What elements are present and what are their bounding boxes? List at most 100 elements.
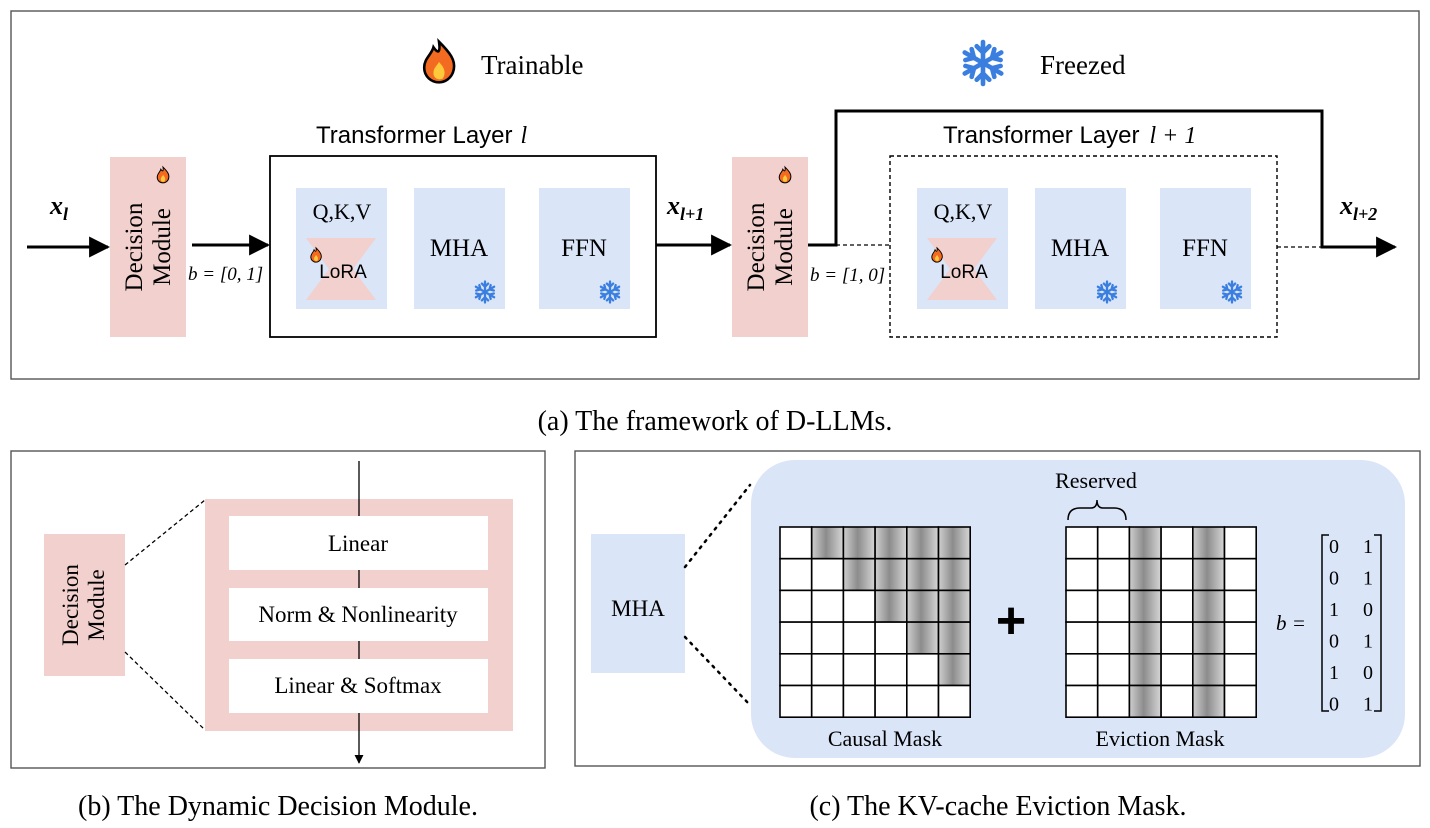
eviction-mask-cell bbox=[1160, 589, 1194, 623]
causal-mask-cell bbox=[905, 557, 940, 592]
zoom-line-top-c bbox=[683, 483, 752, 569]
causal-mask-cell bbox=[874, 589, 908, 623]
ffn-label-2: FFN bbox=[1182, 235, 1228, 262]
b-value-1: b = [0, 1] bbox=[188, 264, 263, 285]
eviction-mask-cell bbox=[1192, 621, 1226, 655]
causal-mask-cell bbox=[937, 621, 972, 655]
causal-mask-cell bbox=[810, 526, 845, 560]
b-matrix-entry: 0 bbox=[1329, 568, 1339, 590]
mha-block-small bbox=[591, 534, 685, 673]
causal-mask-cell bbox=[779, 684, 813, 719]
b-matrix-entry: 0 bbox=[1363, 599, 1373, 621]
legend-trainable-label: Trainable bbox=[481, 50, 584, 80]
causal-mask-cell bbox=[905, 589, 940, 623]
decision-module-small bbox=[44, 534, 125, 676]
legend-freezed-label: Freezed bbox=[1040, 50, 1126, 80]
b-matrix-entry: 0 bbox=[1363, 662, 1373, 684]
decision-module-1 bbox=[110, 157, 186, 337]
eviction-mask-cell bbox=[1096, 684, 1131, 719]
eviction-mask-cell bbox=[1192, 589, 1226, 623]
matrix-bracket-left bbox=[1321, 534, 1329, 712]
fire-icon bbox=[422, 40, 456, 84]
b-matrix-entry: 1 bbox=[1363, 631, 1373, 653]
eviction-mask-grid bbox=[1065, 526, 1258, 719]
eviction-mask-cell bbox=[1223, 526, 1258, 560]
eviction-mask-cell bbox=[1192, 526, 1226, 560]
panel-b-caption: (b) The Dynamic Decision Module. bbox=[78, 791, 478, 822]
lora-label-2: LoRA bbox=[940, 262, 988, 283]
eviction-mask-cell bbox=[1096, 652, 1131, 687]
causal-mask-cell bbox=[937, 589, 972, 623]
matrix-bracket-right bbox=[1374, 534, 1382, 712]
lora-shape-1 bbox=[306, 238, 376, 300]
zoom-line-bottom-b bbox=[124, 651, 206, 731]
causal-mask-cell bbox=[874, 652, 908, 687]
causal-mask-cell bbox=[779, 526, 813, 560]
eviction-mask-cell bbox=[1096, 589, 1131, 623]
b-matrix-entry: 1 bbox=[1363, 536, 1373, 558]
causal-mask-cell bbox=[874, 684, 908, 719]
eviction-mask-cell bbox=[1160, 621, 1194, 655]
causal-mask-cell bbox=[842, 684, 876, 719]
row-linear bbox=[229, 516, 488, 570]
row-linear-label: Linear bbox=[328, 531, 388, 556]
causal-mask-cell bbox=[905, 652, 940, 687]
causal-mask-cell bbox=[842, 526, 876, 560]
causal-mask-cell bbox=[937, 652, 972, 687]
causal-mask-cell bbox=[810, 557, 845, 592]
causal-mask-cell bbox=[810, 589, 845, 623]
eviction-mask-cell bbox=[1128, 684, 1162, 719]
plus-sign: + bbox=[996, 592, 1026, 650]
eviction-mask-cell bbox=[1128, 621, 1162, 655]
eviction-mask-cell bbox=[1096, 526, 1131, 560]
eviction-mask-cell bbox=[1192, 652, 1226, 687]
input-x-label: xl bbox=[49, 191, 68, 224]
decision-module-2-line2: Module bbox=[771, 208, 798, 286]
causal-mask-cell bbox=[810, 652, 845, 687]
causal-mask-cell bbox=[905, 621, 940, 655]
decision-module-small-line2: Module bbox=[84, 569, 109, 641]
eviction-mask-cell bbox=[1160, 652, 1194, 687]
reserved-brace bbox=[1067, 499, 1127, 521]
snowflake-icon bbox=[965, 42, 1002, 84]
eviction-mask-label: Eviction Mask bbox=[1096, 726, 1225, 751]
decision-module-1-line1: Decision bbox=[121, 202, 148, 291]
decision-module-2-line1: Decision bbox=[743, 202, 770, 291]
causal-mask-cell bbox=[937, 684, 972, 719]
causal-mask-cell bbox=[842, 557, 876, 592]
row-norm-label: Norm & Nonlinearity bbox=[258, 602, 458, 627]
causal-mask-cell bbox=[779, 557, 813, 592]
zoom-line-bottom-c bbox=[683, 635, 752, 707]
eviction-mask-cell bbox=[1096, 557, 1131, 592]
causal-mask-cell bbox=[779, 621, 813, 655]
x-out-label: xl+2 bbox=[1339, 191, 1377, 224]
b-matrix-entry: 0 bbox=[1329, 694, 1339, 716]
decision-module-2 bbox=[732, 157, 808, 337]
legend-trainable: Trainable bbox=[422, 40, 584, 84]
b-matrix-entry: 1 bbox=[1329, 599, 1339, 621]
causal-mask-cell bbox=[905, 526, 940, 560]
x-mid-label: xl+1 bbox=[666, 191, 704, 224]
b-matrix-entry: 1 bbox=[1329, 662, 1339, 684]
causal-mask-cell bbox=[874, 557, 908, 592]
eviction-mask-cell bbox=[1065, 621, 1099, 655]
causal-mask-cell bbox=[905, 684, 940, 719]
qkv-label-2: Q,K,V bbox=[934, 199, 993, 224]
row-softmax bbox=[229, 659, 488, 713]
eviction-mask-cell bbox=[1096, 621, 1131, 655]
causal-mask-cell bbox=[810, 684, 845, 719]
b-value-2: b = [1, 0] bbox=[810, 265, 885, 286]
eviction-mask-cell bbox=[1128, 526, 1162, 560]
eviction-mask-cell bbox=[1223, 589, 1258, 623]
causal-mask-cell bbox=[779, 652, 813, 687]
b-matrix-entry: 1 bbox=[1363, 568, 1373, 590]
eviction-mask-cell bbox=[1128, 652, 1162, 687]
lora-shape-2 bbox=[927, 238, 997, 300]
eviction-mask-cell bbox=[1160, 526, 1194, 560]
causal-mask-cell bbox=[842, 652, 876, 687]
causal-mask-cell bbox=[874, 621, 908, 655]
